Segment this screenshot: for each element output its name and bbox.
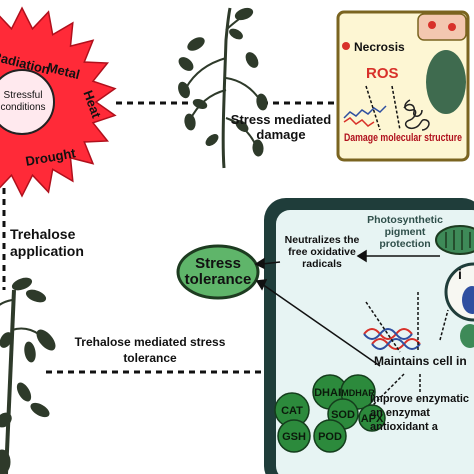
trehalose-application-label: Trehalose application (10, 226, 84, 259)
free-radicals-label: Neutralizes the free oxidative radicals (284, 234, 360, 270)
tolerance-arrows (254, 257, 381, 367)
necrosis-bullet-icon (342, 42, 350, 50)
enzyme-apx-circle (358, 404, 386, 432)
enzyme-mdhar-label: MDHAR (341, 388, 375, 398)
starburst-shape (0, 6, 117, 198)
tolerance-route-label: Trehalose mediated stress tolerance (74, 335, 226, 365)
vacuole-icon (462, 286, 474, 314)
damaged-organelle-icon (426, 50, 466, 114)
mechanism-arrows (356, 249, 449, 407)
organelle-icon (460, 324, 474, 348)
enzyme-sod-label: SOD (331, 409, 355, 421)
damage-panel-cell-wall (417, 13, 467, 41)
enzyme-cat-label: CAT (281, 405, 303, 417)
enzyme-gsh-label: GSH (282, 431, 306, 443)
damage-arrows (365, 85, 401, 131)
stress-tolerance-shape (176, 244, 260, 300)
necrosis-dot-icon (448, 23, 456, 31)
ros-label: ROS (366, 65, 399, 82)
necrosis-label: Necrosis (354, 40, 405, 54)
enzyme-dhar-label: DHAR (314, 387, 346, 399)
dashed-connectors (2, 101, 338, 374)
damage-panel-frame (336, 10, 470, 162)
enzyme-pod-label: POD (318, 431, 342, 443)
necrosis-dot-icon (428, 21, 436, 29)
tolerant-plant (0, 277, 56, 474)
stress-starburst: Radiation Metal Heat Drought (0, 6, 117, 198)
cell-letter-label: i (458, 266, 462, 282)
stressful-conditions-circle (0, 69, 55, 135)
broken-dna-icon (343, 105, 387, 127)
stress-mediated-damage-label: Stress mediated damage (230, 112, 332, 142)
damage-label: Damage molecular structure (344, 132, 462, 144)
photosynthetic-pigment-label: Photosynthetic pigment protection (367, 214, 443, 250)
dna-helix-icon (363, 328, 421, 350)
tangled-molecule-icon (403, 99, 430, 131)
enzyme-gsh-circle (277, 419, 311, 453)
enzymatic-antioxidant-label: Improve enzymatic an enzymat antioxidant… (370, 393, 470, 433)
enzyme-apx-label: APX (361, 413, 384, 425)
stress-tolerance (176, 244, 260, 300)
stress-tolerance-label[interactable]: Stress tolerance (184, 255, 252, 288)
stressful-conditions-label: Stressful conditions (0, 90, 46, 113)
chloroplast-icon (435, 225, 474, 255)
stressed-plant (178, 7, 268, 169)
damage-panel: Necrosis ROS Damage molecular structure (336, 10, 470, 162)
enzyme-pod-circle (313, 419, 347, 453)
membrane-integrity-label: Maintains cell in (374, 354, 467, 368)
